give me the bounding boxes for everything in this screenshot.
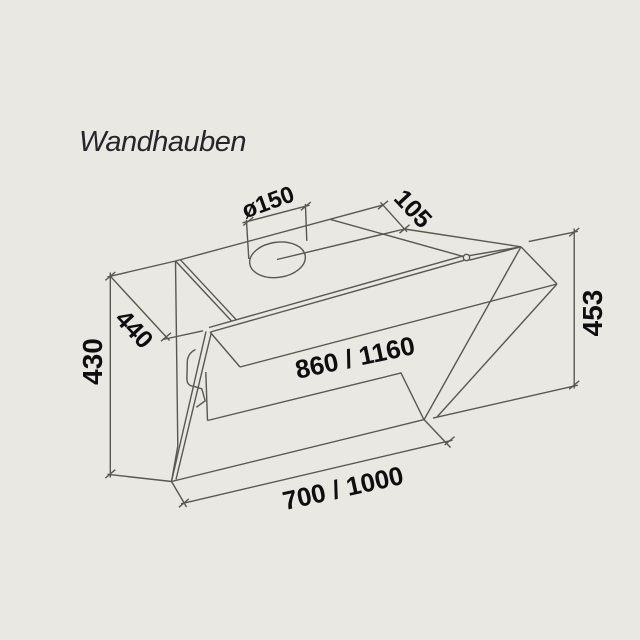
svg-text:Wandhauben: Wandhauben (79, 126, 246, 158)
svg-text:430: 430 (77, 338, 108, 385)
svg-text:453: 453 (577, 290, 608, 337)
